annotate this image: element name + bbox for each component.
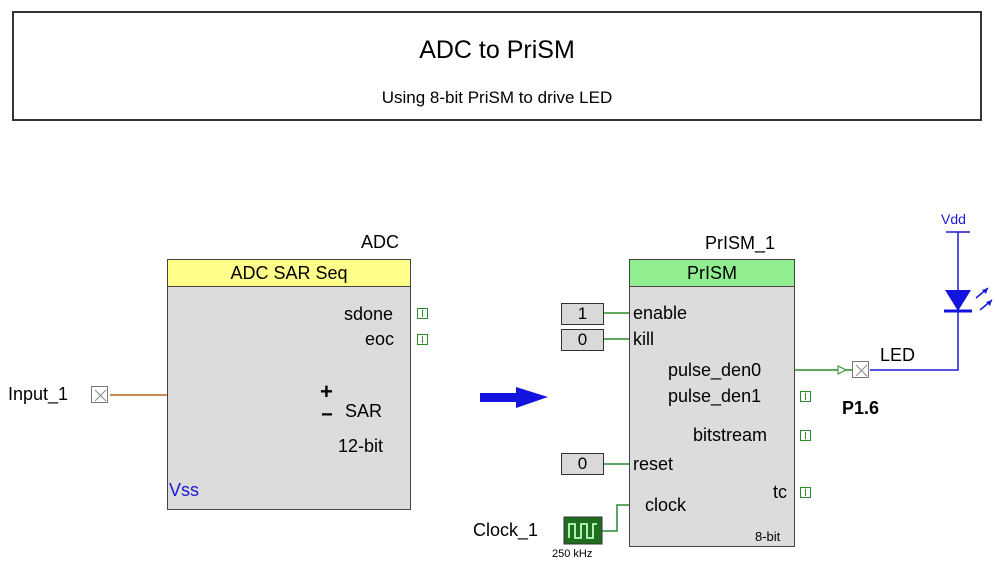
prism-pin-enable: enable (633, 303, 688, 323)
clock-label: Clock_1 (473, 520, 539, 540)
adc-resolution: 12-bit (338, 436, 384, 456)
prism-pin-bitstream: bitstream (693, 425, 768, 445)
input-pin-icon[interactable] (91, 386, 108, 403)
sar-minus-sign: − (321, 404, 333, 426)
prism-bitstream-terminal[interactable] (800, 430, 811, 441)
prism-header: PrISM (629, 259, 795, 287)
prism-pin-clock: clock (645, 495, 687, 515)
sar-label: SAR (345, 401, 383, 421)
adc-pin-eoc-label: eoc (365, 329, 395, 349)
clock-frequency: 250 kHz (552, 548, 593, 560)
clock-icon[interactable] (564, 517, 602, 544)
prism-instance-name: PrISM_1 (705, 233, 776, 253)
const-reset[interactable]: 0 (561, 453, 604, 475)
vdd-label: Vdd (941, 211, 966, 227)
const-enable[interactable]: 1 (561, 303, 604, 325)
adc-eoc-terminal[interactable] (417, 334, 428, 345)
prism-resolution: 8-bit (755, 529, 781, 544)
title-block: ADC to PriSM Using 8-bit PriSM to drive … (12, 11, 982, 121)
prism-tc-terminal[interactable] (800, 487, 811, 498)
led-diode-icon[interactable] (944, 288, 972, 314)
sar-plus-sign: + (320, 379, 333, 404)
adc-pin-sdone-label: sdone (344, 304, 394, 324)
page-title: ADC to PriSM (419, 36, 575, 64)
adc-instance-name: ADC (361, 232, 400, 252)
led-net-label: LED (880, 345, 916, 365)
led-pin-number: P1.6 (842, 398, 880, 418)
page-subtitle: Using 8-bit PriSM to drive LED (381, 88, 613, 107)
adc-header: ADC SAR Seq (167, 259, 411, 287)
prism-pulse-den1-terminal[interactable] (800, 391, 811, 402)
led-pin-icon[interactable] (852, 361, 869, 378)
input-pin-label: Input_1 (8, 384, 69, 404)
prism-pin-tc: tc (773, 482, 788, 502)
vss-label: Vss (169, 480, 200, 500)
prism-pin-pulse-den0: pulse_den0 (668, 360, 762, 380)
const-kill[interactable]: 0 (561, 329, 604, 351)
prism-pin-pulse-den1: pulse_den1 (668, 386, 762, 406)
adc-component[interactable] (167, 259, 411, 510)
prism-pin-kill: kill (633, 329, 654, 349)
adc-sdone-terminal[interactable] (417, 308, 428, 319)
prism-pin-reset: reset (633, 454, 674, 474)
